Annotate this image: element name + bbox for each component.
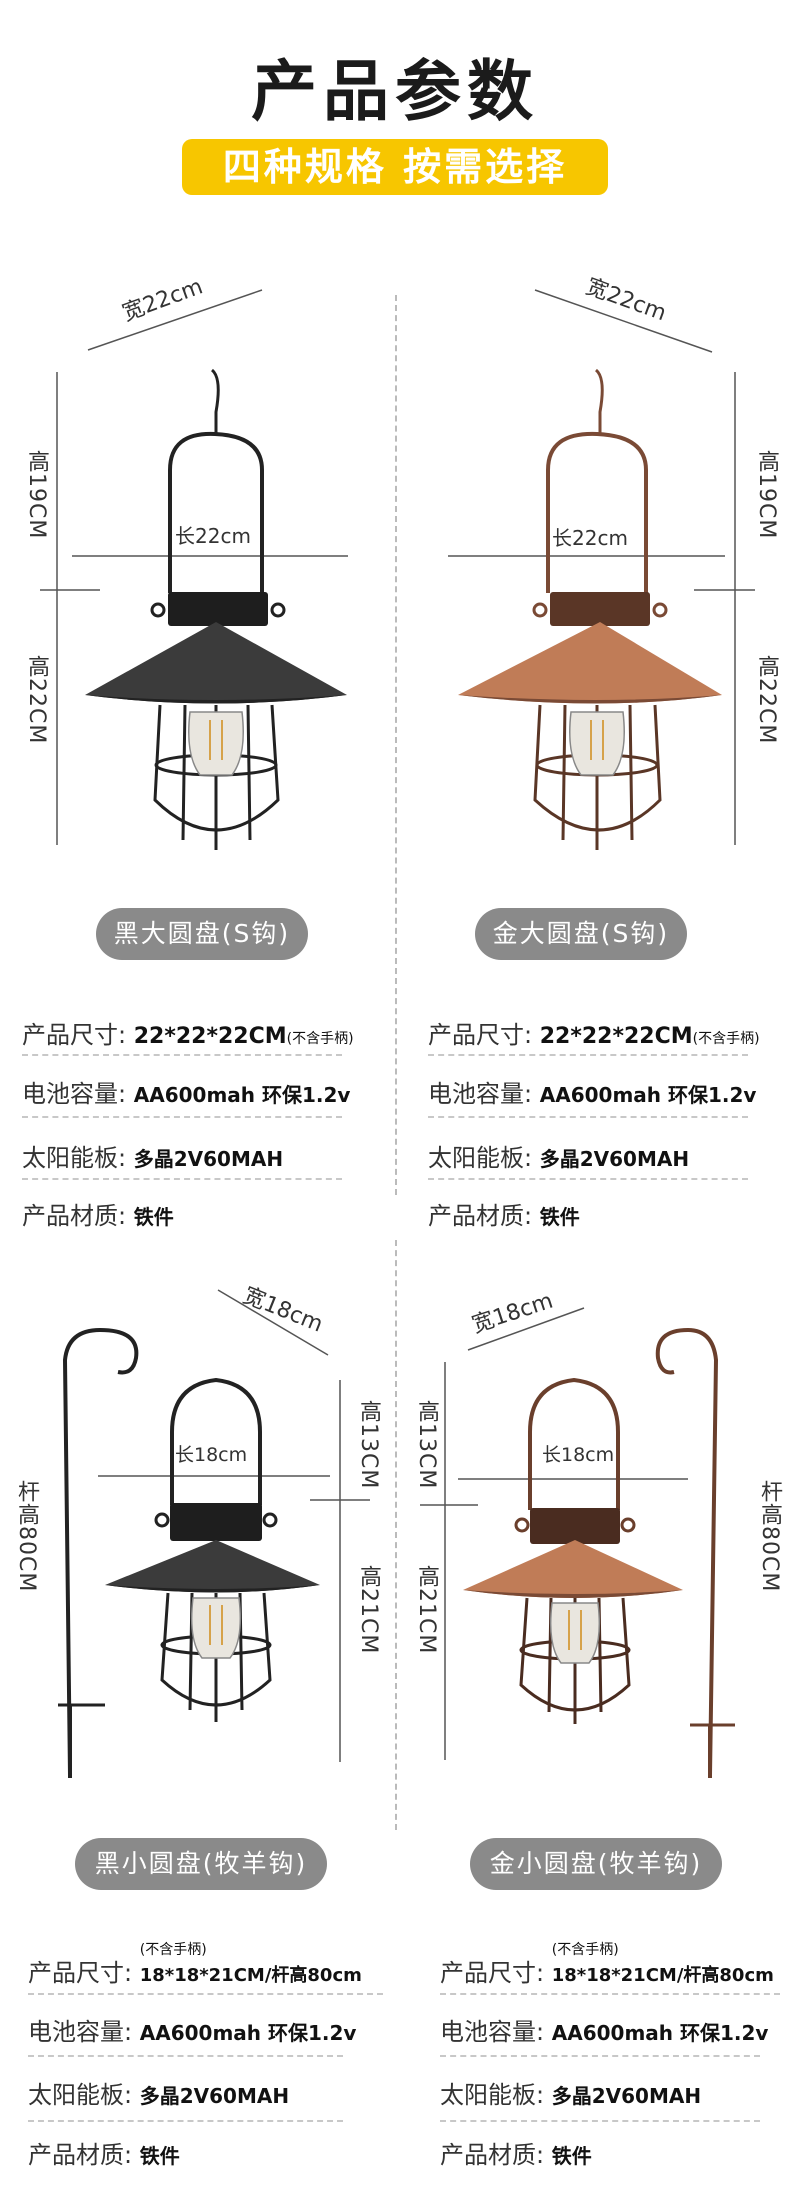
spec-banner: 四种规格 按需选择 [182,139,608,195]
spec-value: 多晶2V60MAH [133,1147,284,1171]
height-top-label: 高19CM [24,450,49,540]
spec-material: 产品材质: 铁件 [28,2135,180,2170]
spec-material: 产品材质: 铁件 [428,1196,580,1231]
spec-label: 太阳能板: [28,2081,133,2109]
divider-bottom [395,1240,397,1830]
height-bottom-label: 高22CM [754,655,779,745]
length-label: 长18cm [542,1444,615,1466]
spec-value: 铁件 [539,1205,580,1229]
spec-value: 铁件 [139,2144,180,2168]
spec-label: 产品材质: [22,1202,127,1230]
spec-divider [428,1054,748,1056]
product-name-gold-small: 金小圆盘(牧羊钩) [470,1838,722,1890]
spec-label: 电池容量: [28,2018,133,2046]
spec-value: 多晶2V60MAH [139,2084,290,2108]
length-label: 长22cm [552,526,628,550]
spec-size: 产品尺寸: 22*22*22CM(不含手柄) [22,1015,354,1050]
length-label: 长18cm [175,1444,248,1466]
spec-divider [22,1054,342,1056]
spec-solar: 太阳能板: 多晶2V60MAH [28,2075,289,2110]
spec-label: 产品材质: [28,2141,133,2169]
spec-material: 产品材质: 铁件 [440,2135,592,2170]
spec-label: 产品尺寸: [22,1021,127,1049]
spec-battery: 电池容量: AA600mah 环保1.2v [28,2012,356,2047]
spec-battery: 电池容量: AA600mah 环保1.2v [22,1074,350,1109]
height-top-label: 高19CM [754,450,779,540]
length-label: 长22cm [175,524,251,548]
spec-divider [428,1178,748,1180]
height-bottom-label: 高22CM [24,655,49,745]
spec-divider [22,1116,342,1118]
product-name-black-small: 黑小圆盘(牧羊钩) [75,1838,327,1890]
pole-height-label: 杆高80CM [14,1480,39,1593]
spec-label: 产品尺寸: [440,1959,545,1987]
spec-divider [28,2055,343,2057]
spec-note: (不含手柄) [286,1031,354,1047]
spec-size: 产品尺寸: 22*22*22CM(不含手柄) [428,1015,760,1050]
spec-label: 产品尺寸: [428,1021,533,1049]
spec-value: AA600mah 环保1.2v [139,2021,357,2045]
spec-value: 22*22*22CM [133,1024,287,1049]
spec-label: 产品尺寸: [28,1959,133,1987]
spec-note: (不含手柄) [551,1942,619,1958]
spec-material: 产品材质: 铁件 [22,1196,174,1231]
spec-value: 18*18*21CM/杆高80cm [139,1965,362,1986]
spec-value: AA600mah 环保1.2v [539,1083,757,1107]
spec-solar: 太阳能板: 多晶2V60MAH [22,1138,283,1173]
spec-value: 铁件 [551,2144,592,2168]
spec-note: (不含手柄) [692,1031,760,1047]
spec-label: 电池容量: [440,2018,545,2046]
spec-label: 太阳能板: [22,1144,127,1172]
spec-size: 产品尺寸: (不含手柄) 18*18*21CM/杆高80cm [28,1941,362,1987]
spec-label: 太阳能板: [428,1144,533,1172]
spec-divider [440,1993,780,1995]
spec-divider [28,2120,343,2122]
spec-value: 18*18*21CM/杆高80cm [551,1965,774,1986]
spec-label: 产品材质: [428,1202,533,1230]
spec-label: 太阳能板: [440,2081,545,2109]
spec-note: (不含手柄) [139,1942,207,1958]
spec-value: 多晶2V60MAH [551,2084,702,2108]
spec-label: 电池容量: [428,1080,533,1108]
height-bottom-label: 高21CM [414,1565,439,1655]
spec-value: 铁件 [133,1205,174,1229]
spec-solar: 太阳能板: 多晶2V60MAH [440,2075,701,2110]
spec-divider [428,1116,748,1118]
spec-value: AA600mah 环保1.2v [551,2021,769,2045]
spec-label: 产品材质: [440,2141,545,2169]
spec-size: 产品尺寸: (不含手柄) 18*18*21CM/杆高80cm [440,1941,774,1987]
spec-value: AA600mah 环保1.2v [133,1083,351,1107]
height-top-label: 高13CM [356,1400,381,1490]
pole-height-label: 杆高80CM [757,1480,782,1593]
product-name-black-large: 黑大圆盘(S钩) [96,908,308,960]
page-title: 产品参数 [251,53,539,130]
spec-divider [22,1178,342,1180]
height-bottom-label: 高21CM [356,1565,381,1655]
spec-divider [28,1993,383,1995]
spec-divider [440,2120,760,2122]
spec-battery: 电池容量: AA600mah 环保1.2v [428,1074,756,1109]
spec-label: 电池容量: [22,1080,127,1108]
spec-value: 多晶2V60MAH [539,1147,690,1171]
spec-battery: 电池容量: AA600mah 环保1.2v [440,2012,768,2047]
spec-value: 22*22*22CM [539,1024,693,1049]
product-name-gold-large: 金大圆盘(S钩) [475,908,687,960]
spec-divider [440,2055,760,2057]
height-top-label: 高13CM [414,1400,439,1490]
divider-top [395,295,397,1195]
spec-solar: 太阳能板: 多晶2V60MAH [428,1138,689,1173]
